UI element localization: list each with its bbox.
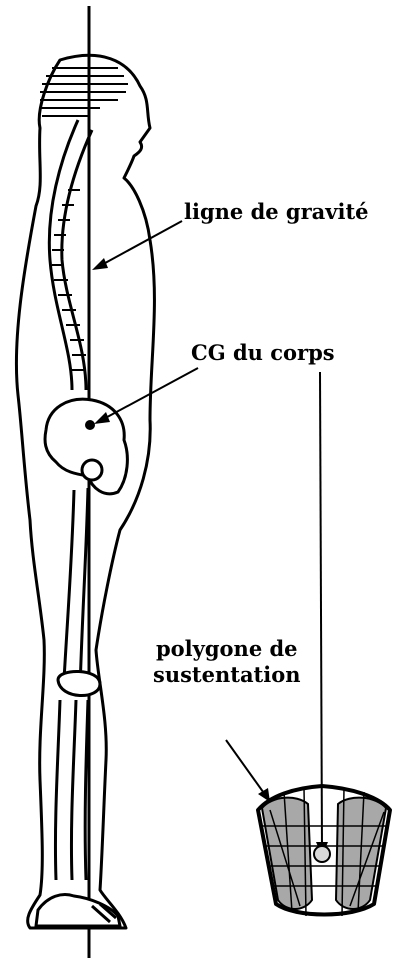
gravity-line-label: ligne de gravité [184,199,369,225]
center-of-gravity-dot [85,420,95,430]
support-polygon-label-line1: polygone de [153,636,301,662]
spine [49,120,78,390]
projection-line [320,372,322,852]
center-of-gravity-label: CG du corps [191,340,335,366]
support-polygon-label-line2: sustentation [153,662,301,688]
gravity-arrow [96,221,182,268]
support-polygon-label: polygone de sustentation [153,636,301,688]
support-polygon-group [258,786,390,916]
tibia [55,700,88,880]
hip-joint [82,460,102,480]
cg-projection-point [314,846,330,862]
cg-arrow [98,368,198,422]
gravity-arrow-head [92,258,108,270]
hair-stripes [40,68,128,116]
knee [58,671,100,695]
polygon-arrow [226,740,266,796]
femur [64,488,88,690]
